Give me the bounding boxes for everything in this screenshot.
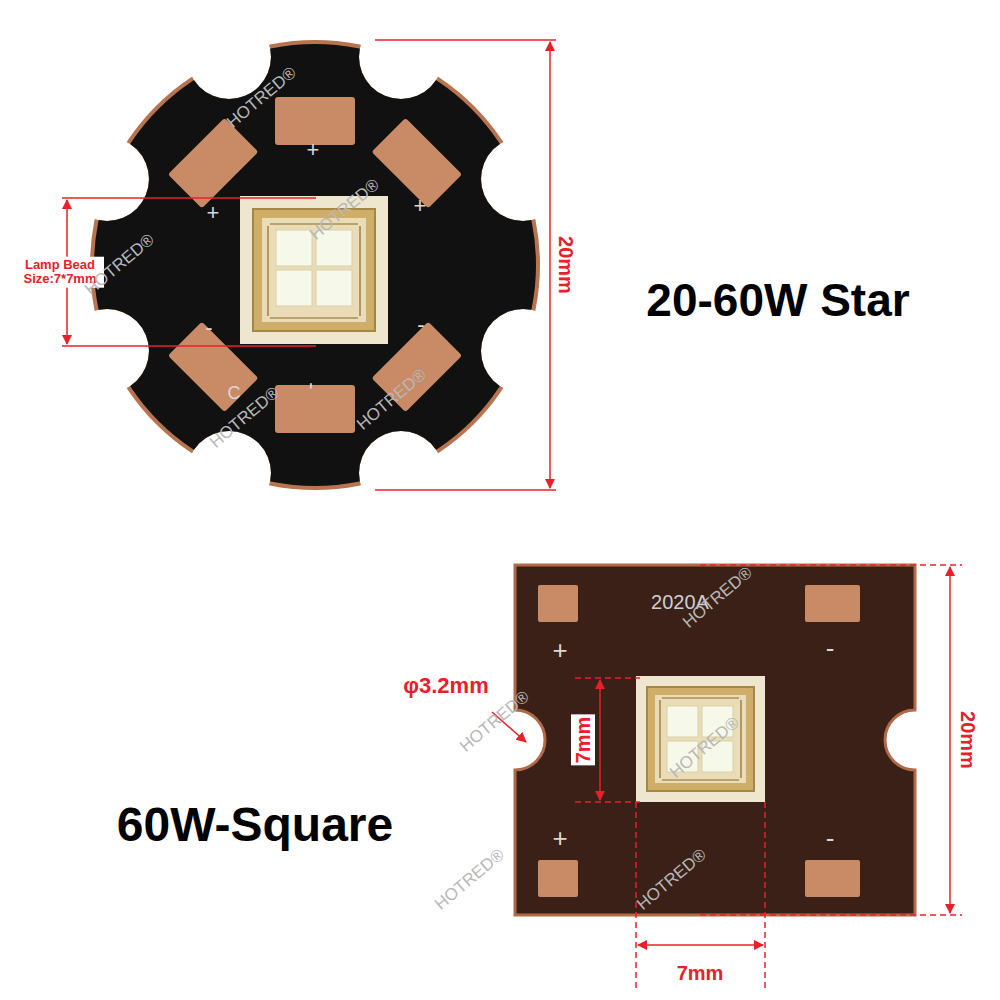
polarity-mark: + [414, 194, 427, 218]
polarity-mark: + [552, 824, 567, 853]
product-title: 20-60W Star [646, 275, 909, 326]
polarity-mark: - [300, 382, 324, 389]
dimension-lines [62, 40, 556, 490]
polarity-mark: - [826, 824, 835, 853]
polarity-mark: + [207, 201, 220, 225]
dimension-label: φ3.2mm [401, 673, 490, 699]
board-code: C [228, 384, 241, 404]
watermark: HOTRED® [432, 846, 509, 915]
square-board [515, 565, 915, 915]
product-title: 60W-Square [117, 799, 393, 852]
polarity-mark: - [205, 316, 212, 340]
polarity-mark: - [417, 313, 424, 337]
dimension-label: 20mm [554, 234, 578, 296]
dimension-label: 7mm [675, 961, 726, 985]
polarity-mark: + [307, 138, 320, 162]
star-board [80, 30, 550, 500]
dimension-lines [492, 565, 962, 990]
dimension-label: 7mm [571, 715, 595, 766]
polarity-mark: - [826, 634, 835, 663]
dimension-label: 20mm [956, 709, 980, 771]
polarity-mark: + [552, 636, 567, 665]
